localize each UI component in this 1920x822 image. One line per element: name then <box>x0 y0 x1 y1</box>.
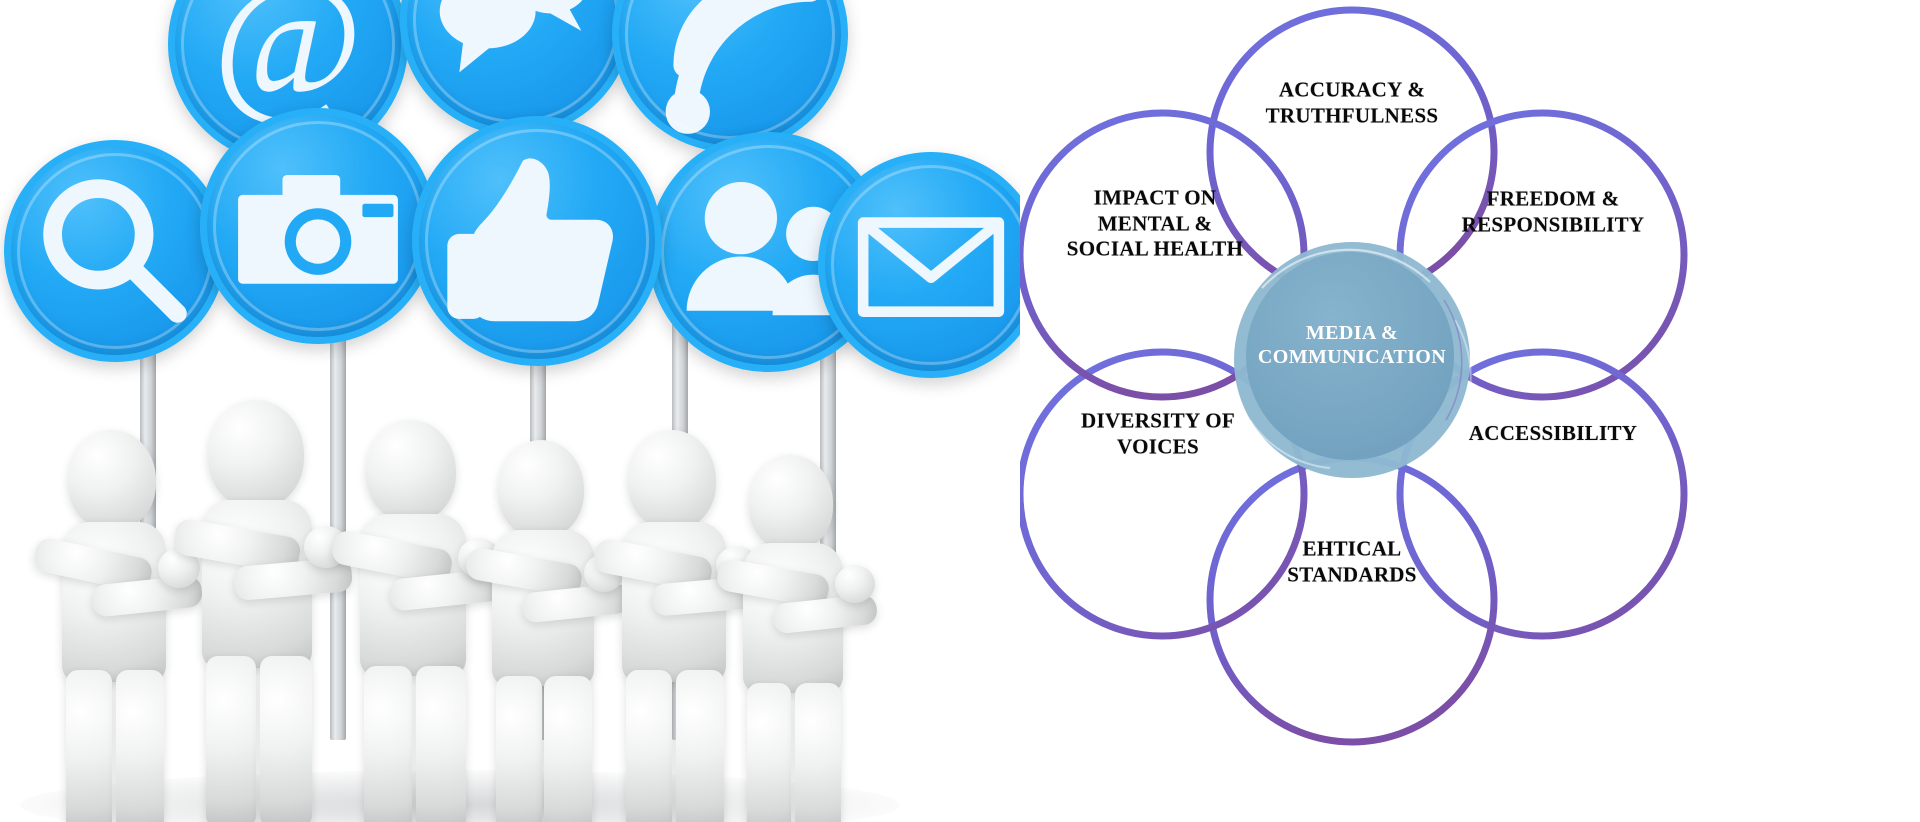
at-sign-icon: @ <box>213 0 363 130</box>
search-icon <box>43 179 187 323</box>
sign-chat-bubbles <box>400 0 632 136</box>
svg-text:@: @ <box>213 0 363 130</box>
rss-signal-icon <box>665 0 817 134</box>
petal-ring-diversity-of-voices <box>1020 348 1308 640</box>
sign-camera <box>200 108 436 344</box>
petal-ring-accessibility <box>1396 348 1688 640</box>
sign-search <box>4 140 226 362</box>
camera-icon <box>238 174 398 284</box>
envelope-icon <box>857 217 1005 317</box>
chat-bubbles-icon <box>439 0 583 73</box>
diagram-svg <box>1020 6 1688 746</box>
sign-thumbs-up <box>412 116 662 366</box>
center-hub-label: MEDIA & COMMUNICATION <box>1257 322 1447 368</box>
sign-envelope <box>818 152 1020 378</box>
center-hub-circle <box>1234 242 1472 478</box>
social-media-photo: @ <box>4 0 1020 822</box>
thumbs-up-icon <box>447 158 613 322</box>
media-communication-diagram: ACCURACY & TRUTHFULNESS FREEDOM & RESPON… <box>1020 0 1920 822</box>
sign-pole <box>330 310 346 740</box>
